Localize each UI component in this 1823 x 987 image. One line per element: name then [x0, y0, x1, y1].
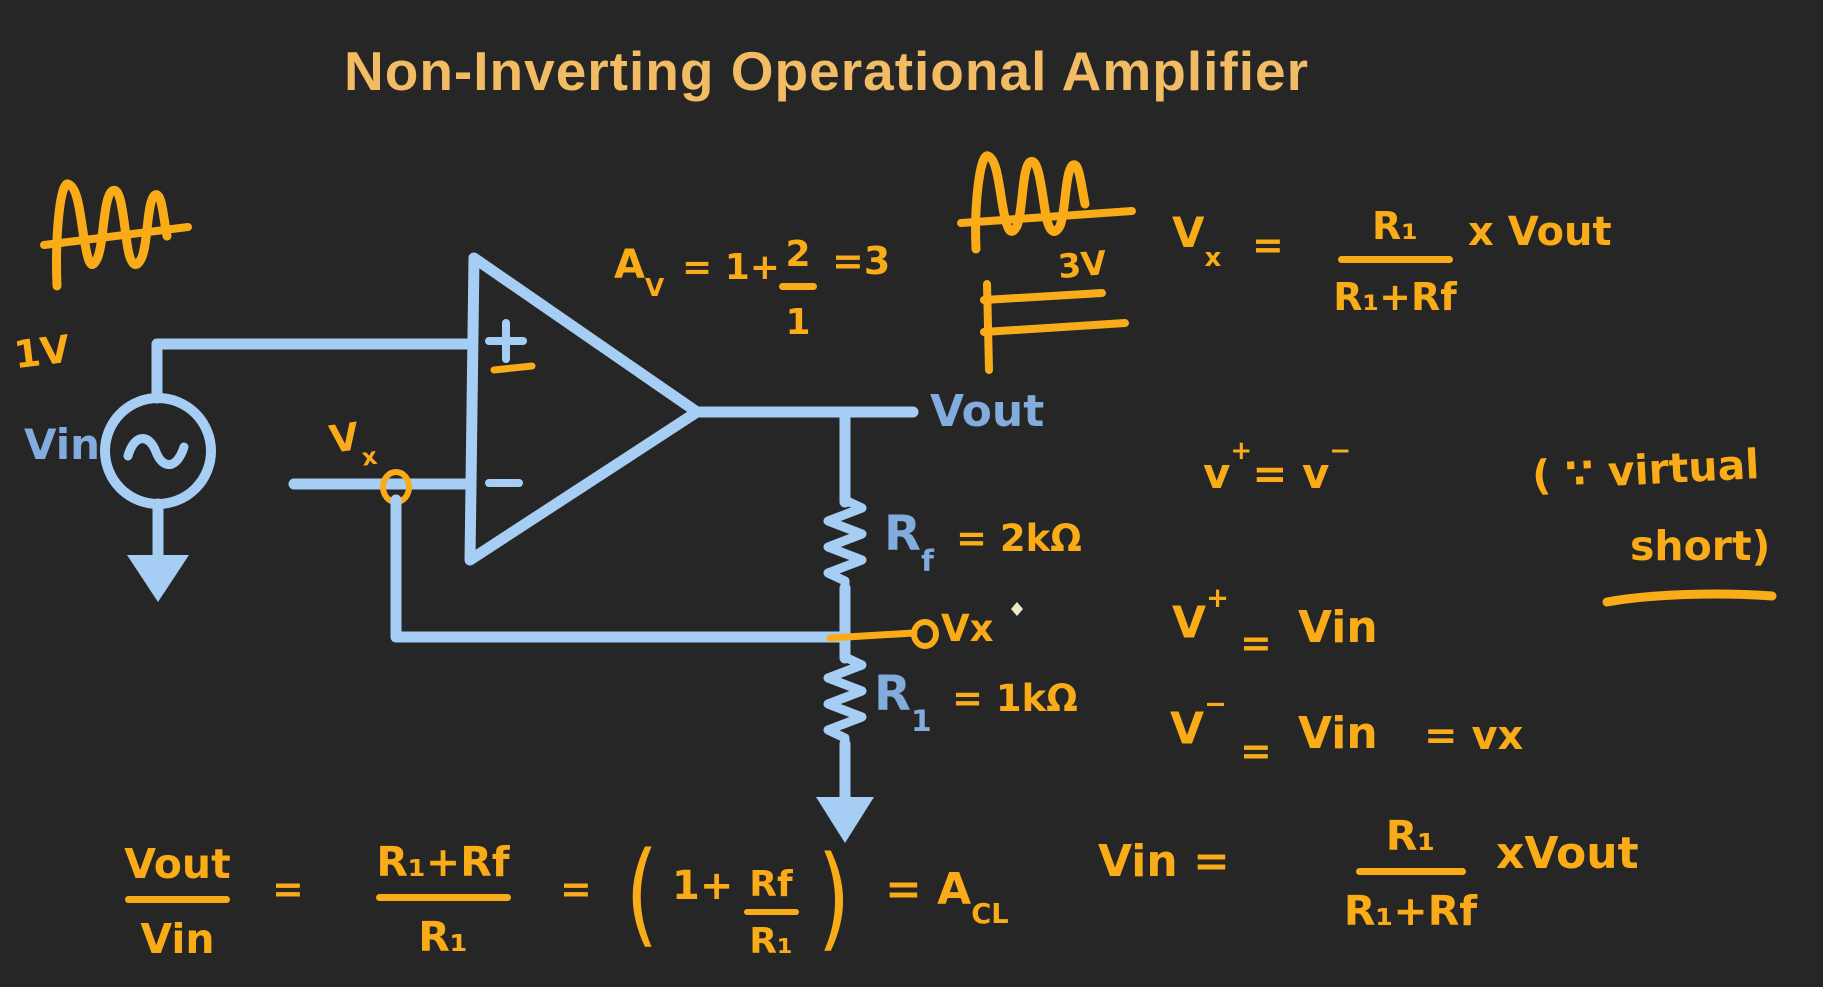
r1-sub: 1 [910, 704, 932, 739]
cl-eq-1: = [272, 867, 304, 911]
cl-fraction-2: R₁+Rf R₁ [348, 838, 538, 961]
vminus-v: V [1170, 703, 1205, 755]
inverting-node-sub: x [359, 441, 379, 472]
vx-divider-v: V [1172, 208, 1205, 257]
vminus-lhs: V− [1170, 691, 1227, 755]
source-ground-arrowhead [127, 555, 189, 602]
cl-paren-open: ( [625, 829, 659, 959]
gain-frac-num: 2 [785, 234, 811, 275]
rf-name: R [884, 506, 921, 562]
cl-bar-2 [375, 894, 511, 901]
opamp-triangle [464, 252, 703, 566]
vplus-v: V [1172, 597, 1207, 649]
virtual-short-equation: v+= v− [1203, 438, 1351, 498]
virtual-short-reason-1: ( ∵ virtual [1530, 440, 1761, 500]
r1-label: R1 [874, 670, 932, 736]
source-label: Vin [24, 420, 101, 469]
vplus-rhs: Vin [1298, 602, 1378, 653]
cl-result-sub: CL [971, 899, 1009, 931]
cl-paren-close: ) [817, 833, 851, 963]
cl-result-eq: = A [885, 864, 972, 915]
vplus-sup: + [1206, 583, 1229, 614]
vin-divider-mult: xVout [1496, 828, 1639, 879]
vminus-rhs: Vin [1298, 708, 1378, 759]
vminus-eq: = [1240, 729, 1272, 773]
vx-divider-fraction: R₁ R₁+Rf [1310, 204, 1480, 319]
rf-sub: f [920, 544, 934, 579]
inverting-node-v: V [326, 414, 362, 462]
cl-one-plus: 1+ [672, 863, 734, 909]
r1-resistor-zigzag [823, 652, 867, 751]
cl-mini-fraction: Rf R₁ [735, 864, 807, 962]
gain-fraction: 2 1 [776, 234, 820, 343]
cl-mini-num: Rf [749, 864, 793, 905]
vs-sup2: − [1329, 435, 1352, 466]
vplus-lhs: V+ [1172, 585, 1229, 649]
output-amplitude-label: 3V [1056, 242, 1109, 287]
vs-v1: v [1203, 449, 1231, 498]
cl-den-1: Vin [140, 915, 215, 963]
gain-result: =3 [832, 239, 891, 283]
vx-divider-mult: x Vout [1468, 209, 1612, 255]
gain-frac-den: 1 [785, 302, 811, 343]
vx-probe-lead [826, 629, 918, 642]
level-bracket-top [980, 289, 1106, 304]
output-label: Vout [930, 386, 1045, 437]
cl-bar-1 [125, 896, 230, 903]
output-sine-sketch [971, 151, 1090, 254]
vplus-eq: = [1240, 621, 1272, 665]
noninverting-input-wire [151, 338, 472, 404]
vminus-rhs2: = vx [1424, 713, 1524, 759]
cl-mini-bar [743, 909, 799, 915]
inverting-node-label: Vx [326, 414, 379, 471]
vin-divider-fraction: R₁ R₁+Rf [1318, 812, 1503, 935]
vx-divider-lhs: Vx [1172, 212, 1221, 271]
vx-divider-num: R₁ [1372, 204, 1418, 248]
virtual-short-reason-2: short) [1630, 522, 1771, 570]
vin-divider-bar [1355, 868, 1466, 875]
vminus-sup: − [1204, 689, 1227, 720]
vs-mid: = v [1252, 449, 1330, 498]
r1-ground-arrowhead [816, 797, 874, 843]
vx-probe-circle [911, 619, 939, 649]
cl-num-2: R₁+Rf [376, 838, 510, 886]
cl-result: = ACL [885, 868, 1009, 929]
opamp-plus-underline [490, 362, 536, 374]
output-sine-axis [957, 207, 1136, 227]
feedback-node-label: Vx [941, 607, 994, 650]
feedback-wire [390, 494, 851, 643]
cl-den-2: R₁ [418, 913, 468, 961]
cl-num-1: Vout [124, 840, 231, 888]
input-amplitude-label: 1V [11, 326, 73, 378]
vx-divider-sub: x [1204, 242, 1222, 273]
gain-mid: = 1+ [682, 247, 780, 288]
vin-divider-lhs: Vin = [1098, 836, 1230, 887]
gain-frac-bar [779, 283, 817, 290]
vin-divider-den: R₁+Rf [1343, 887, 1478, 935]
rf-value: = 2kΩ [956, 517, 1082, 560]
input-sine-sketch [52, 179, 172, 291]
vx-divider-bar [1337, 256, 1453, 263]
vx-divider-den: R₁+Rf [1333, 275, 1457, 319]
cl-fraction-1: Vout Vin [100, 840, 255, 963]
input-sine-axis [40, 223, 192, 249]
vin-divider-num: R₁ [1385, 812, 1436, 860]
level-bracket-bottom [980, 319, 1129, 336]
vx-divider-eq: = [1252, 223, 1284, 267]
page-title: Non-Inverting Operational Amplifier [344, 40, 1309, 102]
r1-name: R [874, 666, 911, 722]
rf-resistor-zigzag [823, 495, 867, 594]
gain-symbol-a: A [614, 242, 645, 288]
cl-eq-2: = [560, 867, 592, 911]
gain-symbol: AV [614, 242, 664, 300]
ac-source-tilde [123, 434, 189, 469]
gain-symbol-sub: V [644, 272, 665, 302]
r1-value: = 1kΩ [952, 677, 1078, 720]
short-underline [1602, 589, 1777, 607]
rf-label: Rf [884, 510, 934, 576]
vs-sup1: + [1230, 435, 1253, 466]
cursor-sparkle [1011, 602, 1023, 616]
cl-mini-den: R₁ [749, 921, 793, 962]
